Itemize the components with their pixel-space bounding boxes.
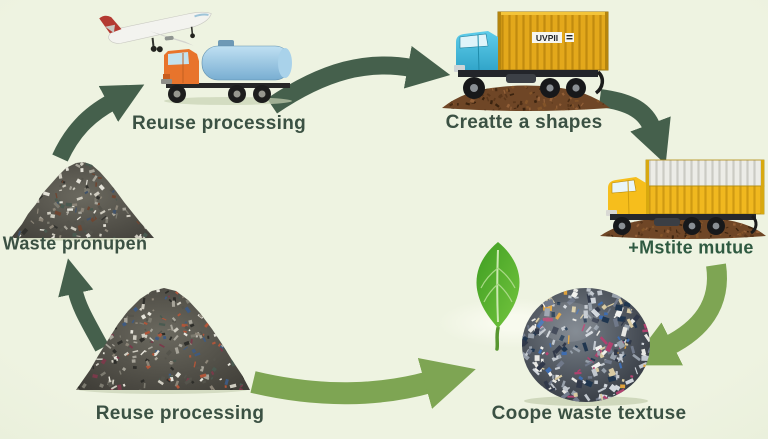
- container-label-text: UVPII: [536, 33, 558, 43]
- label-coope-waste: Coope waste textuse: [491, 403, 687, 424]
- leaf-icon: [476, 242, 520, 351]
- waste-pile-left: [11, 162, 154, 241]
- arrow-tanker-to-container-truck: [266, 45, 451, 114]
- tanker-truck-icon: [161, 40, 292, 105]
- label-waste-pronupen: Waste pronupen: [2, 233, 148, 254]
- box-truck-icon: [606, 159, 765, 235]
- arrow-container-truck-to-box-truck: [598, 89, 671, 165]
- waste-pile-bottom: [76, 288, 250, 394]
- container-truck-icon: UVPII: [454, 11, 609, 99]
- label-reuse-processing-top: Reuıse processing: [131, 113, 307, 134]
- arrow-pile-to-waste-label: [58, 258, 109, 352]
- airplane-icon: [99, 11, 212, 53]
- arrow-waste-pile-to-truck: [52, 84, 145, 162]
- arrow-pile-to-waste-ball: [250, 357, 476, 409]
- label-mstite-mutue: +Mstite mutue: [628, 237, 754, 258]
- arrow-box-truck-to-waste-ball: [629, 263, 727, 366]
- label-reuse-processing-bottom: Reuse processing: [95, 403, 265, 424]
- label-create-shapes: Creatte a shapes: [445, 112, 603, 133]
- waste-ball: [522, 288, 650, 406]
